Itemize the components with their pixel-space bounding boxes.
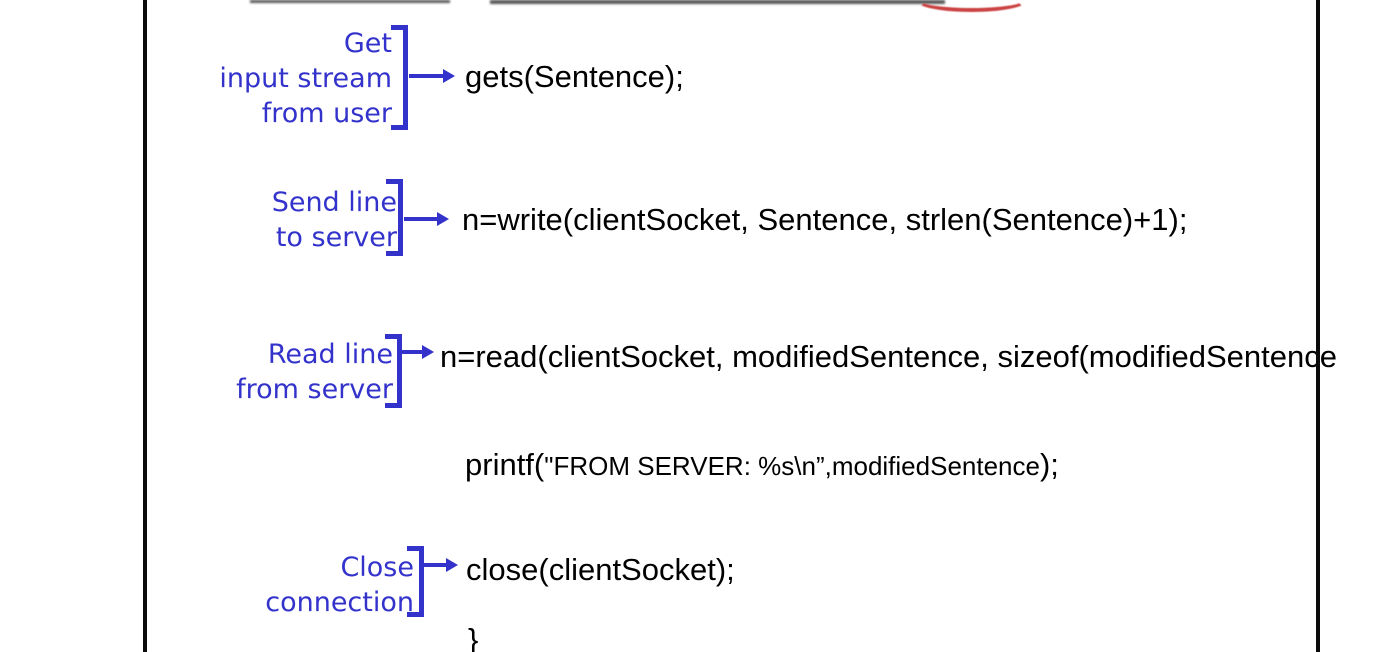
code-gets: gets(Sentence); [465,59,684,94]
left-border-line [143,0,147,652]
code-printf-prefix: printf( [465,447,545,482]
bracket-shape [391,25,408,130]
closing-brace: } [468,622,479,652]
annotation-label-send-line: Send line to server [160,185,397,255]
annotation-line: Read line [267,339,393,370]
code-write: n=write(clientSocket, Sentence, strlen(S… [462,202,1188,237]
arrow-right-icon [402,345,434,359]
right-border-line [1316,0,1320,652]
annotation-label-close-connection: Close connection [180,550,414,620]
cropped-text-remnant-right [490,0,945,4]
annotation-line: to server [275,222,397,253]
code-close: close(clientSocket); [466,552,735,587]
annotation-line: from server [236,374,393,405]
arrow-right-icon [404,212,449,226]
annotation-label-read-line: Read line from server [160,337,393,407]
cropped-text-remnant-left [250,0,450,3]
arrow-right-icon [424,558,458,572]
code-printf: printf("FROM SERVER: %s\n”,modifiedSente… [465,447,1059,484]
code-printf-format-string: "FROM SERVER: %s\n”,modifiedSentence [544,451,1040,481]
annotation-line: Close [340,552,414,583]
annotation-line: Send line [271,187,397,218]
annotation-line: connection [265,587,414,618]
red-ellipse-remnant-icon [915,0,1028,12]
annotation-label-get-input: Get input stream from user [160,26,392,131]
code-printf-suffix: ); [1039,447,1059,482]
annotation-line: input stream [219,63,392,94]
arrow-right-icon [409,69,455,83]
bracket-shape [386,179,403,256]
annotation-line: from user [261,98,392,129]
bracket-shape [385,334,402,408]
code-read: n=read(clientSocket, modifiedSentence, s… [440,339,1337,374]
bracket-shape [407,546,424,617]
annotation-line: Get [343,28,392,59]
